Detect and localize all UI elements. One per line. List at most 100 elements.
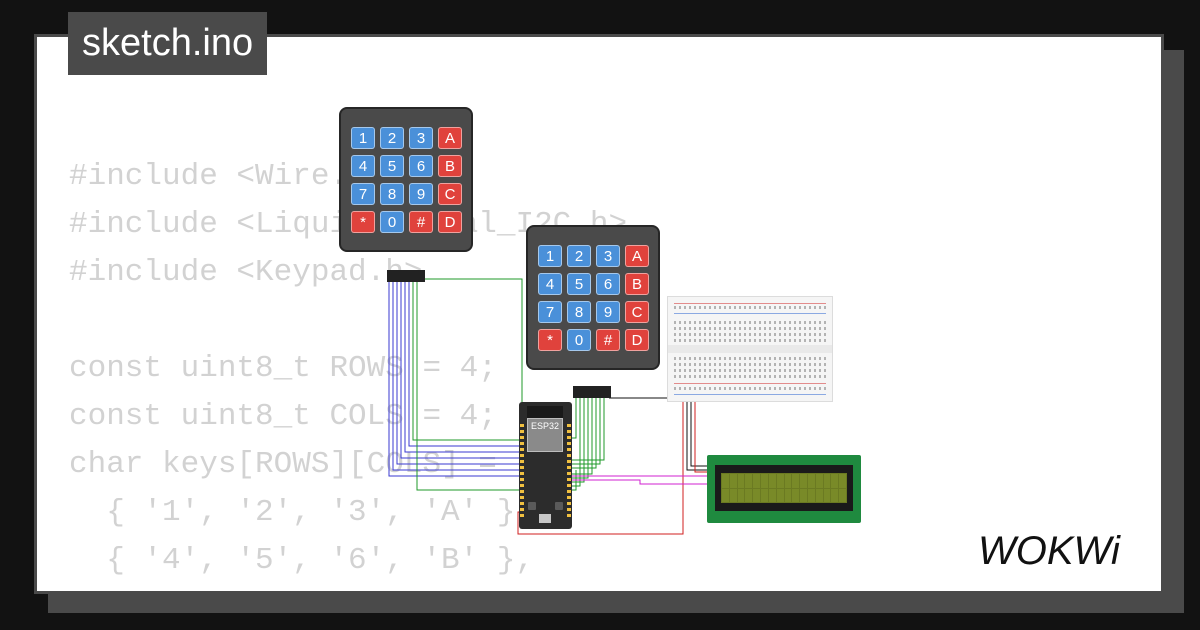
lcd-char-cell: [823, 474, 831, 488]
breadboard-rail-red: [674, 383, 826, 384]
keypad-key[interactable]: #: [596, 329, 620, 351]
keypad-key[interactable]: *: [351, 211, 375, 233]
lcd-char-cell: [768, 474, 776, 488]
keypad-key[interactable]: 0: [380, 211, 404, 233]
keypad-key[interactable]: A: [438, 127, 462, 149]
lcd-char-cell: [745, 474, 753, 488]
keypad-1-header: [387, 270, 425, 282]
keypad-key[interactable]: #: [409, 211, 433, 233]
esp32-left-pins: [520, 424, 524, 520]
esp32-reset-button[interactable]: [555, 502, 563, 510]
esp32-boot-button[interactable]: [528, 502, 536, 510]
breadboard-rail-blue: [674, 394, 826, 395]
lcd-char-cell: [831, 488, 839, 502]
esp32-antenna: [527, 406, 563, 418]
keypad-key[interactable]: C: [625, 301, 649, 323]
keypad-key[interactable]: 2: [567, 245, 591, 267]
lcd-char-cell: [776, 488, 784, 502]
lcd-display[interactable]: [707, 455, 861, 523]
keypad1-blue-wires: [388, 281, 519, 477]
keypad-key[interactable]: 9: [409, 183, 433, 205]
keypad-key[interactable]: 1: [538, 245, 562, 267]
lcd-char-cell: [768, 488, 776, 502]
breadboard-rail-row: [674, 306, 826, 309]
keypad-key[interactable]: 8: [380, 183, 404, 205]
lcd-char-cell: [753, 474, 761, 488]
wokwi-logo: WOKWi: [978, 529, 1121, 573]
lcd-char-cell: [815, 488, 823, 502]
keypad-key[interactable]: B: [625, 273, 649, 295]
keypad-key[interactable]: 9: [596, 301, 620, 323]
lcd-char-cell: [722, 474, 729, 488]
lcd-char-cell: [807, 474, 815, 488]
keypad-key[interactable]: D: [438, 211, 462, 233]
keypad-key[interactable]: 1: [351, 127, 375, 149]
breadboard-rail-blue: [674, 313, 826, 314]
lcd-char-cell: [784, 488, 792, 502]
breadboard-rail-red: [674, 303, 826, 304]
ground-wire: [609, 397, 713, 471]
code-line: { '1', '2', '3', 'A' },: [69, 495, 535, 530]
keypad2-green-wires: [572, 398, 605, 487]
code-line: { '4', '5', '6', 'B' },: [69, 543, 535, 578]
lcd-char-cell: [722, 488, 729, 502]
keypad-key[interactable]: A: [625, 245, 649, 267]
keypad-key[interactable]: 6: [596, 273, 620, 295]
keypad-key[interactable]: 3: [409, 127, 433, 149]
breadboard[interactable]: [667, 296, 833, 402]
lcd-screen: [721, 473, 847, 503]
lcd-char-cell: [831, 474, 839, 488]
keypad-key[interactable]: 6: [409, 155, 433, 177]
breadboard-row: [674, 327, 826, 330]
breadboard-row: [674, 369, 826, 372]
breadboard-row: [674, 363, 826, 366]
lcd-char-cell: [807, 488, 815, 502]
lcd-char-cell: [815, 474, 823, 488]
keypad-key[interactable]: C: [438, 183, 462, 205]
keypad-key[interactable]: *: [538, 329, 562, 351]
breadboard-row: [674, 375, 826, 378]
file-name-tag: sketch.ino: [68, 12, 268, 75]
keypad-key[interactable]: 8: [567, 301, 591, 323]
i2c-wires: [572, 475, 713, 485]
keypad-key[interactable]: 0: [567, 329, 591, 351]
lcd-char-cell: [761, 474, 768, 488]
keypad-key[interactable]: D: [625, 329, 649, 351]
keypad-key[interactable]: 5: [567, 273, 591, 295]
code-line: const uint8_t ROWS = 4;: [69, 351, 497, 386]
keypad-key[interactable]: 4: [351, 155, 375, 177]
lcd-char-cell: [792, 474, 800, 488]
keypad-key[interactable]: 4: [538, 273, 562, 295]
keypad-key[interactable]: 7: [351, 183, 375, 205]
esp32-board[interactable]: ESP32: [519, 402, 572, 529]
esp32-module-label: ESP32: [527, 418, 563, 452]
lcd-char-cell: [839, 474, 846, 488]
lcd-char-cell: [729, 488, 737, 502]
lcd-char-cell: [792, 488, 800, 502]
lcd-char-cell: [737, 474, 745, 488]
lcd-char-cell: [800, 474, 807, 488]
keypad-key[interactable]: 5: [380, 155, 404, 177]
keypad-key[interactable]: 3: [596, 245, 620, 267]
lcd-char-cell: [839, 488, 846, 502]
lcd-char-cell: [761, 488, 768, 502]
keypad-key[interactable]: B: [438, 155, 462, 177]
keypad-key[interactable]: 7: [538, 301, 562, 323]
breadboard-rail-row: [674, 387, 826, 390]
lcd-char-cell: [776, 474, 784, 488]
esp32-usb-port: [539, 514, 551, 523]
keypad-key[interactable]: 2: [380, 127, 404, 149]
breadboard-channel: [668, 345, 832, 353]
code-line: const uint8_t COLS = 4;: [69, 399, 497, 434]
lcd-char-cell: [737, 488, 745, 502]
lcd-char-cell: [823, 488, 831, 502]
esp32-right-pins: [567, 424, 571, 520]
lcd-bezel: [715, 465, 853, 511]
breadboard-row: [674, 339, 826, 342]
breadboard-row: [674, 321, 826, 324]
